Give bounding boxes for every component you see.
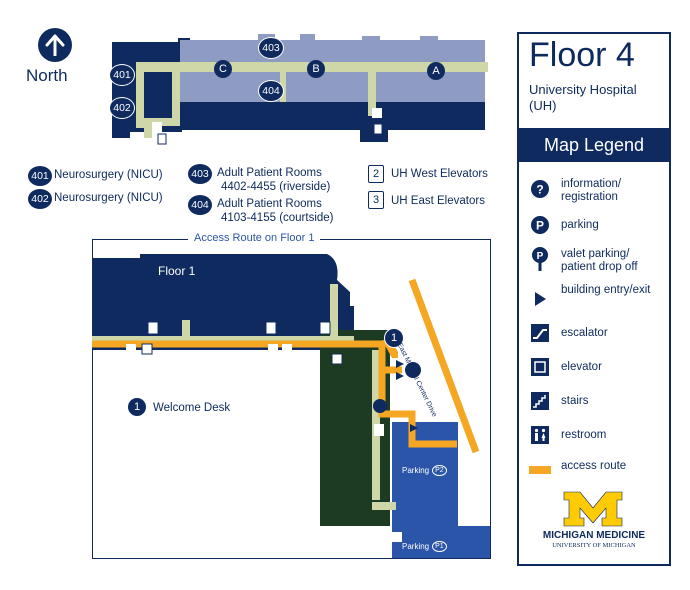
room-list-badge-404: 404 [187, 194, 213, 216]
east-elevator-icon: 3 [368, 191, 384, 209]
floor4-map [112, 34, 488, 145]
legend-item-escalator [529, 322, 551, 344]
svg-text:P: P [536, 219, 544, 233]
parking-p1-text: Parking [402, 542, 430, 551]
welcome-desk-marker: 1 [384, 328, 404, 348]
entry-arrow-icon [529, 288, 551, 310]
room-list-badge-402: 402 [27, 188, 53, 210]
west-elevators-label: UH West Elevators [391, 168, 488, 180]
east-elevator-num: 3 [372, 194, 380, 206]
room-list-detail-403: 4402-4455 (riverside) [221, 181, 331, 193]
brand-university-of-michigan: UNIVERSITY OF MICHIGAN [552, 542, 636, 549]
legend-welcome-badge: 1 [128, 398, 146, 416]
west-elevator-num: 2 [372, 168, 380, 180]
legend-label-stairs: stairs [561, 395, 589, 407]
legend-label-restroom: restroom [561, 429, 607, 441]
restroom-icon [529, 424, 551, 446]
information-icon: ? [529, 178, 551, 200]
brand-michigan-medicine: MICHIGAN MEDICINE [542, 530, 646, 541]
legend-label-valet: valet parking/ patient drop off [561, 248, 638, 273]
legend-label-entry: building entry/exit [561, 284, 651, 296]
corridor-label-c: C [214, 60, 232, 78]
legend-item-entry [529, 288, 551, 310]
legend-label-escalator: escalator [561, 327, 608, 339]
access-route-swatch [529, 459, 551, 481]
svg-text:?: ? [536, 183, 543, 197]
legend-item-information: ? [529, 178, 551, 200]
room-list-name-401: Neurosurgery (NICU) [54, 169, 163, 181]
west-elevator-icon: 2 [368, 165, 384, 183]
floor1-map [92, 254, 490, 558]
stairs-icon [529, 390, 551, 412]
michigan-block-m-logo [562, 490, 624, 533]
welcome-desk-label: Welcome Desk [153, 402, 231, 414]
floor-title: Floor 4 [529, 36, 635, 74]
parking-p1-badge: P1 [432, 541, 447, 552]
north-arrow-icon [38, 28, 72, 62]
legend-label-access-route: access route [561, 460, 627, 472]
legend-item-stairs [529, 390, 551, 412]
room-list-badge-403: 403 [187, 163, 213, 185]
parking-p2-label: Parking P2 [402, 465, 447, 476]
legend-header-text: Map Legend [543, 134, 645, 155]
room-list-detail-404: 4103-4155 (courtside) [221, 212, 334, 224]
room-badge-404: 404 [258, 80, 284, 102]
corridor-label-a: A [427, 62, 445, 80]
room-list-name-402: Neurosurgery (NICU) [54, 192, 163, 204]
room-badge-401: 401 [109, 64, 135, 86]
east-elevators-label: UH East Elevators [391, 195, 485, 207]
legend-label-information: information/ registration [561, 178, 622, 203]
legend-panel: Floor 4 University Hospital (UH) Map Leg… [517, 32, 671, 566]
floor1-label: Floor 1 [158, 264, 196, 278]
room-badge-402: 402 [109, 97, 135, 119]
room-list-name-404: Adult Patient Rooms [217, 198, 322, 210]
room-list-badge-401: 401 [27, 165, 53, 187]
room-badge-403: 403 [258, 37, 284, 59]
elevator-icon [529, 356, 551, 378]
legend-label-elevator: elevator [561, 361, 602, 373]
legend-item-parking: P [529, 214, 551, 236]
parking-p2-text: Parking [402, 466, 430, 475]
north-label: North [26, 66, 68, 85]
room-list-name-403: Adult Patient Rooms [217, 167, 322, 179]
floor1-map-title: Access Route on Floor 1 [188, 232, 321, 244]
svg-text:P: P [537, 251, 544, 262]
parking-p2-badge: P2 [432, 465, 447, 476]
legend-item-elevator [529, 356, 551, 378]
escalator-icon [529, 322, 551, 344]
building-name-line2: (UH) [529, 98, 557, 113]
building-name-line1: University Hospital [529, 82, 637, 97]
legend-label-parking: parking [561, 219, 599, 231]
corridor-label-b: B [307, 60, 325, 78]
legend-item-restroom [529, 424, 551, 446]
parking-icon: P [529, 214, 551, 236]
legend-item-access-route [529, 459, 551, 481]
parking-p1-label: Parking P1 [402, 541, 447, 552]
legend-item-valet: P [529, 247, 551, 271]
legend-header: Map Legend [519, 128, 669, 162]
valet-parking-icon: P [529, 247, 551, 271]
